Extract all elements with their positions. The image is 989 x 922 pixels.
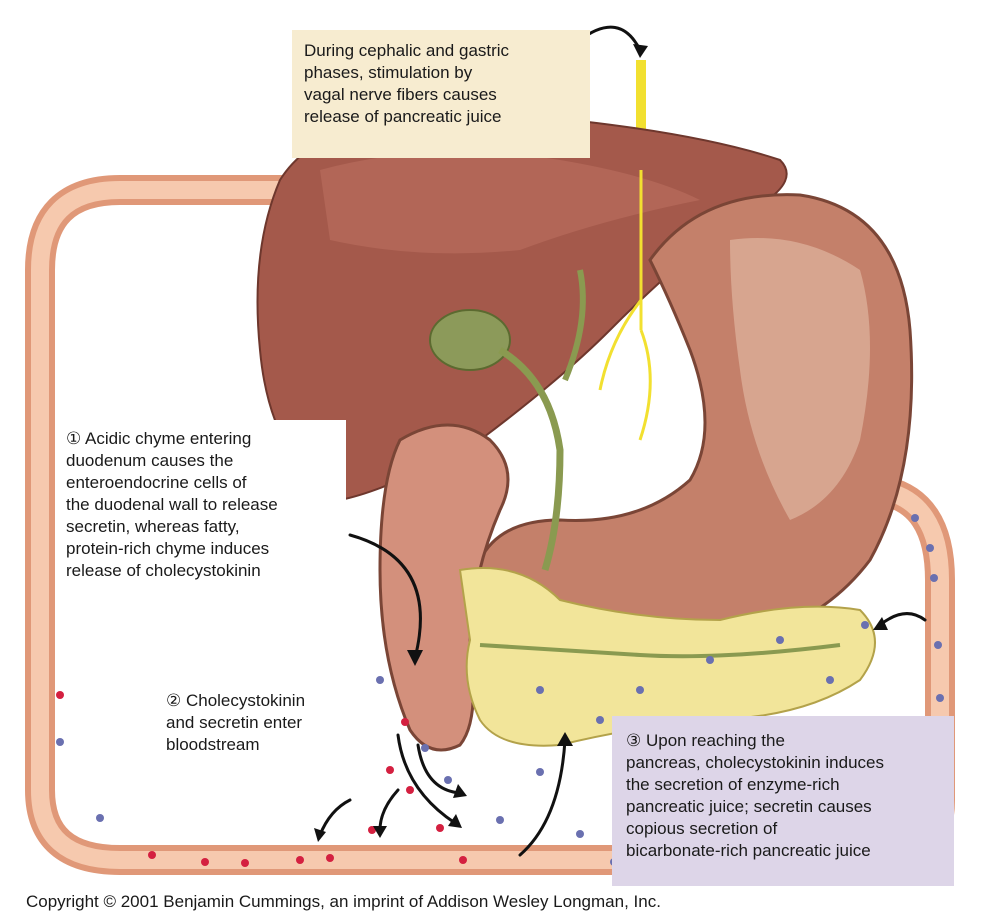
- step-3-text: ③ Upon reaching the pancreas, cholecysto…: [626, 730, 940, 862]
- step-3-callout: ③ Upon reaching the pancreas, cholecysto…: [612, 716, 954, 886]
- vagal-stimulation-text: During cephalic and gastric phases, stim…: [304, 40, 578, 128]
- step-2-text: ② Cholecystokinin and secretin enter blo…: [166, 690, 346, 756]
- vagal-stimulation-callout: During cephalic and gastric phases, stim…: [292, 30, 590, 158]
- gallbladder: [430, 310, 510, 370]
- step-2-callout: ② Cholecystokinin and secretin enter blo…: [166, 690, 346, 766]
- step-1-text: ① Acidic chyme entering duodenum causes …: [66, 428, 336, 582]
- copyright-notice: Copyright © 2001 Benjamin Cummings, an i…: [26, 892, 976, 918]
- step-1-callout: ① Acidic chyme entering duodenum causes …: [56, 420, 346, 620]
